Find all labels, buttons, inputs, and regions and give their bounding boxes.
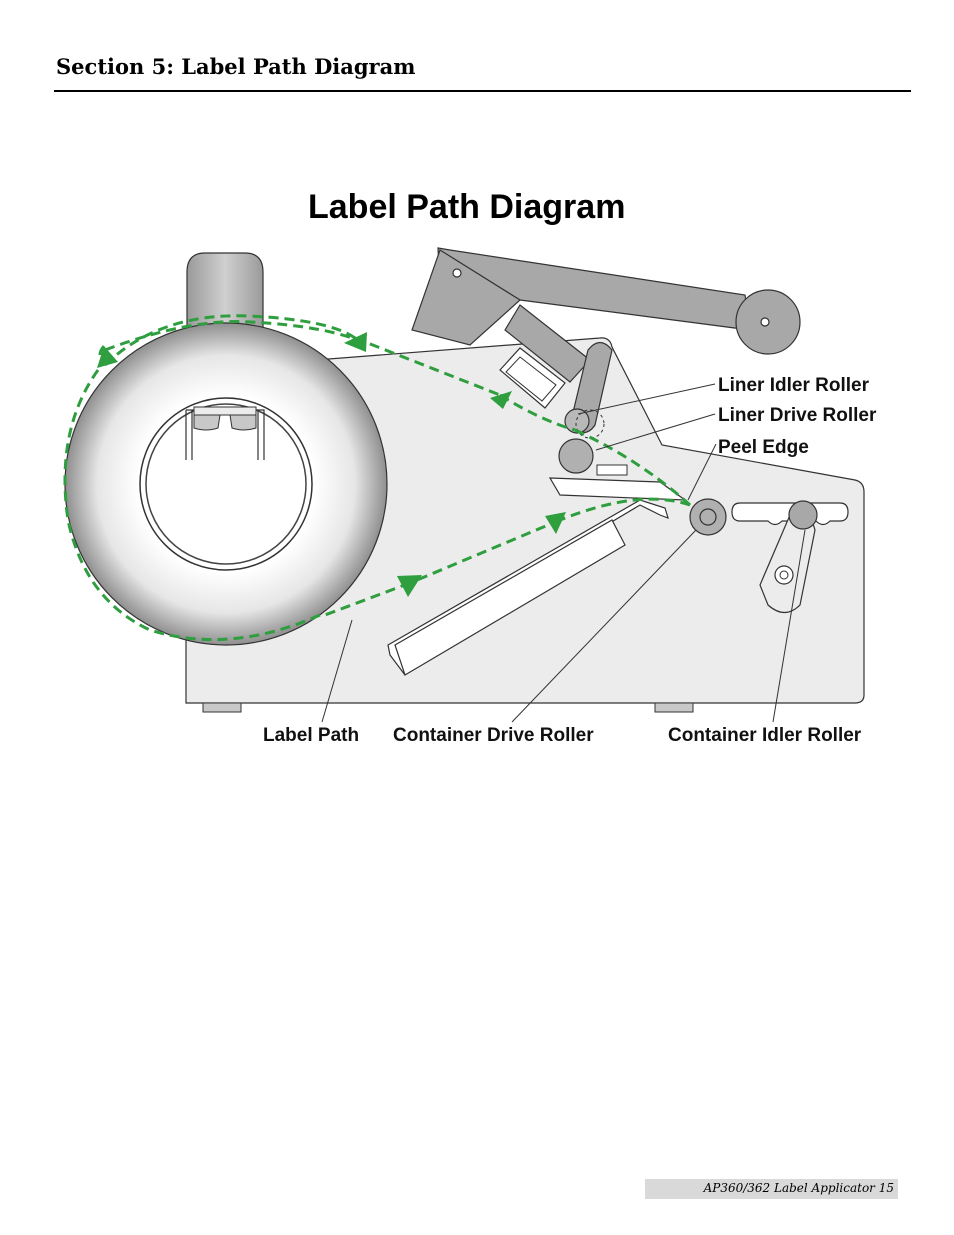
section-title: Section 5: Label Path Diagram: [56, 54, 416, 79]
label-container-drive-roller: Container Drive Roller: [393, 725, 594, 746]
container-idler-roller: [788, 500, 818, 530]
label-label-path: Label Path: [263, 725, 359, 746]
spindle-clip-left: [193, 414, 221, 431]
path-arrow-2: [344, 332, 367, 352]
label-peel-edge: Peel Edge: [718, 437, 809, 458]
page-footer: AP360/362 Label Applicator 15: [703, 1181, 894, 1195]
container-drive-roller-hub: [699, 508, 717, 526]
liner-idler-roller: [564, 408, 590, 434]
path-arrow-5: [397, 575, 422, 597]
label-guide-plate: [394, 519, 626, 676]
footer-bar: [645, 1179, 898, 1199]
path-arrow-4: [545, 512, 566, 534]
arm-pivot: [452, 268, 462, 278]
arm-bracket: [411, 249, 521, 346]
foot-left: [202, 702, 242, 713]
path-arrow-1: [97, 346, 118, 368]
arm-end-pivot: [760, 317, 770, 327]
leader-lines: [321, 383, 806, 723]
diagram-title: Label Path Diagram: [308, 188, 626, 226]
label-container-idler-roller: Container Idler Roller: [668, 725, 862, 746]
path-arrow-3: [490, 391, 512, 409]
roll-spindle: [185, 409, 265, 460]
liner-drive-roller: [558, 438, 594, 474]
label-path-line: [63, 314, 692, 642]
header-rule: [54, 90, 911, 92]
label-liner-drive-roller: Liner Drive Roller: [718, 405, 877, 426]
label-liner-idler-roller: Liner Idler Roller: [718, 375, 870, 396]
spindle-clip-right: [229, 414, 257, 431]
peel-plate-clamp: [596, 464, 628, 476]
roll-core-inner: [145, 403, 307, 565]
liner-idler-roller-dashed: [575, 409, 605, 439]
foot-right: [654, 702, 694, 713]
idler-arm-pivot-inner: [779, 570, 789, 580]
roll-spindle-top: [193, 406, 257, 416]
sensor-bracket-inner: [505, 356, 557, 402]
label-guide-arm: [387, 499, 669, 676]
